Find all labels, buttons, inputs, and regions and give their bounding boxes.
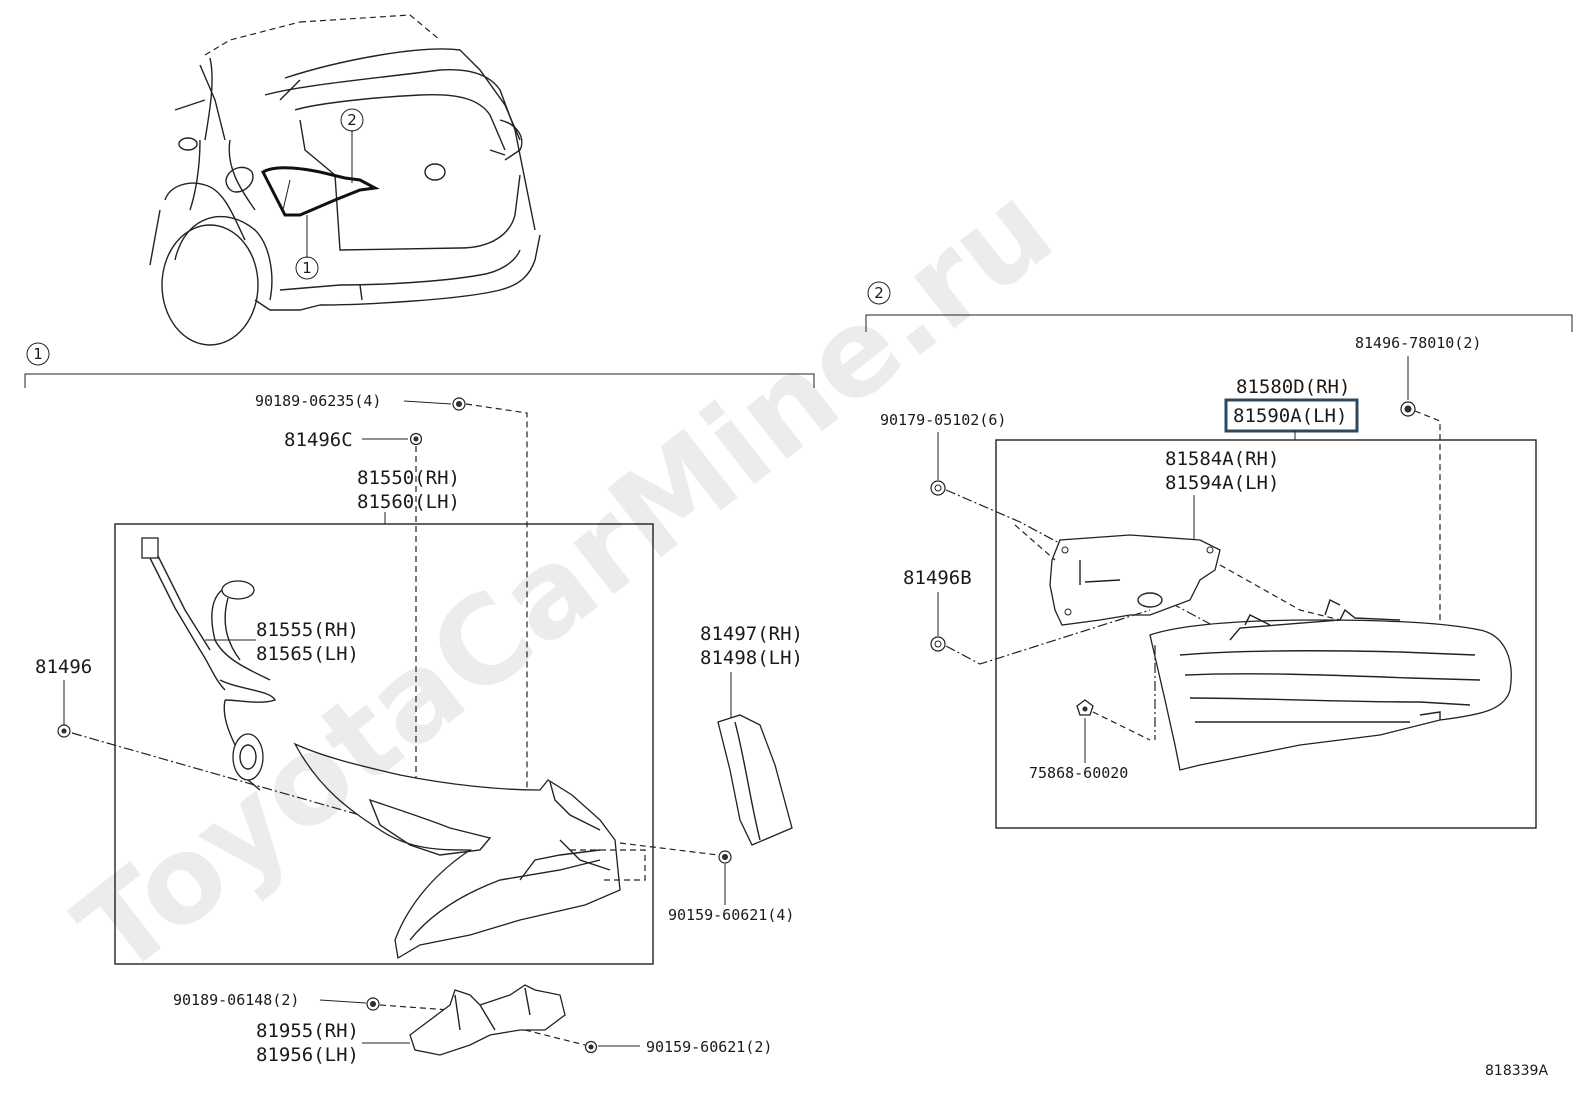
vehicle-rear-view: 2 1 [149,14,541,346]
label-81560-lh: 81560(LH) [357,491,460,513]
label-90189-06235: 90189-06235(4) [255,392,381,410]
section-1-marker [26,342,50,366]
highlight-81590a [1224,398,1359,433]
label-81565-lh: 81565(LH) [256,643,359,665]
label-75868-60020: 75868-60020 [1029,764,1128,782]
label-81955-rh: 81955(RH) [256,1020,359,1042]
label-81594a-lh: 81594A(LH) [1165,472,1279,494]
label-81555-rh: 81555(RH) [256,619,359,641]
section-1-number: 1 [33,345,43,363]
inner-tail-lamp [1149,599,1512,771]
section-2-number: 2 [874,284,884,302]
label-81580d-rh: 81580D(RH) [1236,376,1350,398]
screw-bottom-icon [584,1040,598,1054]
svg-text:1: 1 [302,259,312,277]
bolt-bottom-icon [366,997,380,1011]
lamp-cover-panel [717,714,793,846]
screw-right-icon [718,850,732,864]
section-2-inner-lamp: 2 81496-78010(2) 81580D(RH) 81590A(LH) 9… [865,281,1573,829]
label-81584a-rh: 81584A(RH) [1165,448,1279,470]
inner-lamp-gasket [1049,534,1221,626]
label-81496b: 81496B [903,567,972,589]
callout-1-circle: 1 [295,256,319,280]
clip-top-icon [1400,401,1416,417]
svg-text:2: 2 [347,111,357,129]
clip-b-icon [930,636,946,652]
label-81496-78010: 81496-78010(2) [1355,334,1481,352]
lamp-assembly-box-2 [995,439,1537,829]
label-81498-lh: 81498(LH) [700,647,803,669]
bulb-socket-wire [141,537,276,791]
section-1-outer-lamp: 1 90189-06235(4) 81496C 81550(RH) 81560(… [24,342,815,1066]
callout-2-circle: 2 [340,108,364,132]
label-90159-60621-2: 90159-60621(2) [646,1038,772,1056]
clip-left-icon [57,724,71,738]
nut-icon [930,480,946,496]
bolt-top-icon [452,397,466,411]
lamp-bracket [409,984,566,1056]
pin-clip-icon [1076,699,1094,716]
section-2-marker [867,281,891,305]
label-81550-rh: 81550(RH) [357,467,460,489]
label-81956-lh: 81956(LH) [256,1044,359,1066]
label-90189-06148: 90189-06148(2) [173,991,299,1009]
label-81497-rh: 81497(RH) [700,623,803,645]
label-90159-60621-4: 90159-60621(4) [668,906,794,924]
label-81496: 81496 [35,656,92,678]
label-90179-05102: 90179-05102(6) [880,411,1006,429]
outer-tail-lamp [293,742,621,960]
clip-c-icon [409,432,423,446]
diagram-reference-id: 818339A [1485,1063,1548,1079]
lamp-assembly-box-1 [114,523,654,965]
label-81590a-lh: 81590A(LH) [1233,405,1347,427]
label-81496c: 81496C [284,429,353,451]
